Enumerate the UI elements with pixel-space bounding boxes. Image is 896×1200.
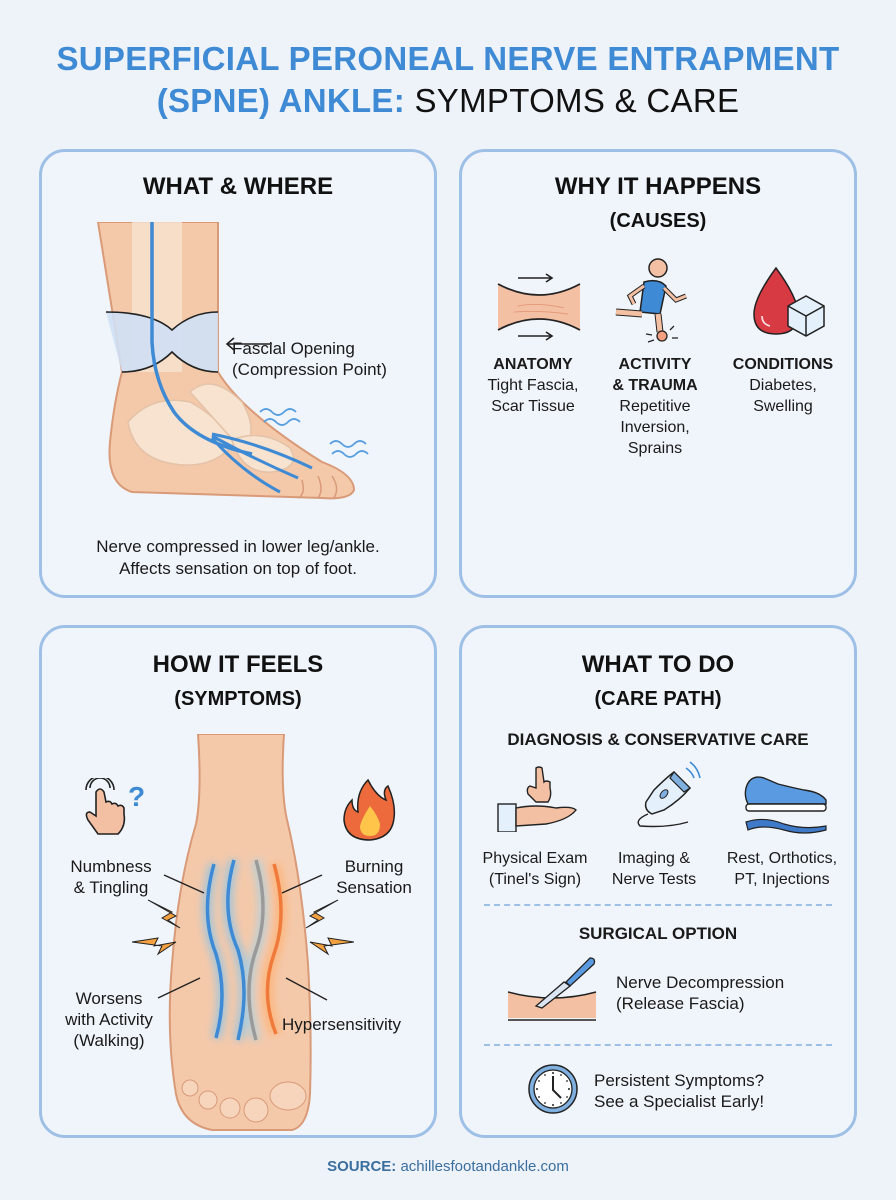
callout-line-2: (Compression Point) xyxy=(232,360,387,379)
conservative-heading: DIAGNOSIS & CONSERVATIVE CARE xyxy=(507,730,809,749)
specialist-advice: Persistent Symptoms? See a Specialist Ea… xyxy=(594,1070,764,1112)
advice-line-1: Persistent Symptoms? xyxy=(594,1071,765,1090)
cause-conditions: CONDITIONS Diabetes, Swelling xyxy=(724,354,842,417)
symptom-leader-lines xyxy=(157,874,328,1001)
numbness-label-1: Numbness xyxy=(70,857,152,876)
source-label: SOURCE: xyxy=(327,1158,397,1175)
burning-label-2: Sensation xyxy=(336,878,412,897)
callout-line-1: Fascial Opening xyxy=(232,339,355,358)
cause-activity: ACTIVITY & TRAUMA Repetitive Inversion, … xyxy=(600,354,710,459)
cause-conditions-heading: CONDITIONS xyxy=(732,356,834,373)
tight-fascia-icon xyxy=(494,272,584,342)
surgical-description: Nerve Decompression (Release Fascia) xyxy=(616,972,784,1014)
divider-1 xyxy=(484,904,832,906)
svg-text:?: ? xyxy=(128,781,145,812)
ankle-nerve-diagram-icon xyxy=(92,222,382,502)
symptoms-subtitle: (SYMPTOMS) xyxy=(174,688,302,710)
shoe-orthotic-icon xyxy=(744,770,828,836)
worsens-label: Worsens with Activity (Walking) xyxy=(50,988,168,1051)
care-item-physical-exam: Physical Exam (Tinel's Sign) xyxy=(472,848,598,890)
worsens-label-2: with Activity xyxy=(65,1010,153,1029)
page-title: SUPERFICIAL PERONEAL NERVE ENTRAPMENT (S… xyxy=(0,38,896,122)
cause-activity-text-1: Repetitive xyxy=(619,398,691,415)
care-item-2-text-2: Nerve Tests xyxy=(611,871,697,888)
worsens-label-1: Worsens xyxy=(75,989,143,1008)
cause-activity-text-2: Inversion, xyxy=(620,419,690,436)
scalpel-incision-icon xyxy=(506,954,598,1024)
care-item-rest-orthotics: Rest, Orthotics, PT, Injections xyxy=(712,848,852,890)
source-footer: SOURCE: achillesfootandankle.com xyxy=(0,1158,896,1175)
cause-conditions-text-1: Diabetes, xyxy=(749,377,817,394)
lightning-left-icon xyxy=(132,898,192,958)
surgical-line-1: Nerve Decompression xyxy=(616,973,785,992)
causes-panel: WHY IT HAPPENS (CAUSES) xyxy=(459,149,857,598)
caption-line-2: Affects sensation on top of foot. xyxy=(119,559,357,578)
worsens-label-3: (Walking) xyxy=(73,1031,145,1050)
what-where-title: WHAT & WHERE xyxy=(142,173,334,200)
causes-title: WHY IT HAPPENS xyxy=(554,173,762,200)
fascial-opening-callout: Fascial Opening (Compression Point) xyxy=(232,338,387,380)
source-link[interactable]: achillesfootandankle.com xyxy=(396,1158,569,1175)
title-line-2-dark: SYMPTOMS & CARE xyxy=(405,82,740,119)
clock-icon xyxy=(526,1062,580,1116)
blood-drop-sugar-cube-icon xyxy=(748,264,828,340)
cause-activity-heading-2: & TRAUMA xyxy=(612,377,698,394)
runner-injury-icon xyxy=(610,256,690,348)
divider-2 xyxy=(484,1044,832,1046)
surgical-line-2: (Release Fascia) xyxy=(616,994,745,1013)
cause-activity-text-3: Sprains xyxy=(627,440,683,457)
care-item-1-text-2: (Tinel's Sign) xyxy=(488,871,582,888)
cause-anatomy-text-1: Tight Fascia, xyxy=(487,377,579,394)
care-title: WHAT TO DO xyxy=(581,651,735,678)
surgical-heading: SURGICAL OPTION xyxy=(578,924,738,943)
cause-conditions-text-2: Swelling xyxy=(753,398,813,415)
symptoms-panel: HOW IT FEELS (SYMPTOMS) xyxy=(39,625,437,1138)
burning-label-1: Burning xyxy=(344,857,404,876)
touch-question-icon: ? xyxy=(82,778,152,840)
care-item-3-text-1: Rest, Orthotics, xyxy=(726,850,838,867)
cause-anatomy-text-2: Scar Tissue xyxy=(491,398,575,415)
advice-line-2: See a Specialist Early! xyxy=(594,1092,765,1111)
causes-subtitle: (CAUSES) xyxy=(609,210,707,232)
what-where-panel: WHAT & WHERE xyxy=(39,149,437,598)
ultrasound-probe-icon xyxy=(628,760,708,830)
title-line-2: (SPNE) ANKLE: SYMPTOMS & CARE xyxy=(0,80,896,122)
symptoms-title: HOW IT FEELS xyxy=(152,651,324,678)
fire-icon xyxy=(342,778,396,842)
cause-anatomy: ANATOMY Tight Fascia, Scar Tissue xyxy=(478,354,588,417)
care-item-imaging: Imaging & Nerve Tests xyxy=(600,848,708,890)
foot-top-view-diagram xyxy=(142,734,332,1140)
caption-line-1: Nerve compressed in lower leg/ankle. xyxy=(96,537,380,556)
care-item-3-text-2: PT, Injections xyxy=(734,871,830,888)
title-line-1: SUPERFICIAL PERONEAL NERVE ENTRAPMENT xyxy=(56,40,840,77)
hypersensitivity-label: Hypersensitivity xyxy=(282,1015,402,1034)
numbness-label: Numbness & Tingling xyxy=(56,856,166,898)
lightning-right-icon xyxy=(294,898,354,958)
care-panel: WHAT TO DO (CARE PATH) DIAGNOSIS & CONSE… xyxy=(459,625,857,1138)
what-where-caption: Nerve compressed in lower leg/ankle. Aff… xyxy=(42,536,434,580)
cause-anatomy-heading: ANATOMY xyxy=(493,356,573,373)
burning-label: Burning Sensation xyxy=(324,856,424,898)
numbness-label-2: & Tingling xyxy=(73,878,149,897)
care-item-1-text-1: Physical Exam xyxy=(482,850,588,867)
care-subtitle: (CARE PATH) xyxy=(594,688,722,710)
care-item-2-text-1: Imaging & xyxy=(617,850,691,867)
physical-exam-icon xyxy=(496,766,580,832)
title-line-2-blue: (SPNE) ANKLE: xyxy=(156,82,406,119)
cause-activity-heading: ACTIVITY xyxy=(618,356,692,373)
